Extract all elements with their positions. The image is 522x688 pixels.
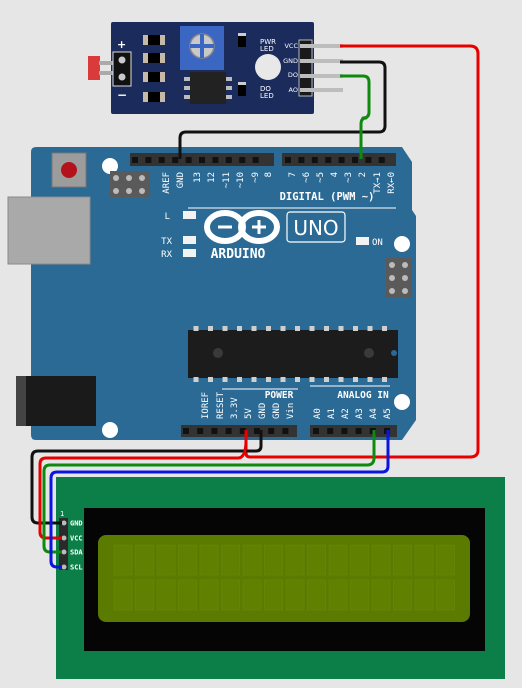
analog-pin-label: A0 bbox=[313, 408, 323, 419]
digital-pin-label: ~10 bbox=[236, 172, 246, 188]
digital-pin-label: 12 bbox=[207, 172, 217, 183]
svg-text:LED: LED bbox=[260, 45, 274, 53]
lcd-pin-scl: SCL bbox=[70, 564, 83, 572]
sensor-pin-gnd: GND bbox=[283, 57, 298, 65]
analog-header bbox=[310, 425, 397, 437]
digital-pin-label: ~9 bbox=[251, 172, 261, 183]
digital-pwm-label: DIGITAL (PWM ~) bbox=[280, 191, 375, 203]
digital-pin-label: RX←0 bbox=[387, 172, 397, 194]
reset-button[interactable] bbox=[51, 152, 87, 188]
power-header bbox=[181, 425, 297, 437]
wire-sensor-gnd bbox=[178, 60, 387, 159]
digital-pin-label: 4 bbox=[330, 172, 340, 177]
digital-pin-label: AREF bbox=[162, 172, 172, 194]
power-pin-label: RESET bbox=[216, 391, 226, 419]
wire-sensor-do-d2 bbox=[340, 74, 371, 159]
digital-pin-label: ~6 bbox=[302, 172, 312, 183]
power-pin-label: IOREF bbox=[201, 392, 211, 419]
power-pin-label: 3.3V bbox=[230, 397, 240, 419]
wire-lcd-sda-a4 bbox=[42, 430, 376, 554]
sensor-left-connector bbox=[112, 51, 132, 87]
rx-led bbox=[183, 249, 196, 257]
lcd-pin-header bbox=[59, 518, 68, 570]
tx-led bbox=[183, 236, 196, 244]
mount-hole bbox=[102, 158, 118, 174]
wires bbox=[30, 44, 480, 569]
icsp-header-right bbox=[386, 258, 412, 298]
digital-pin-label: 8 bbox=[264, 172, 274, 177]
power-pin-label: 5V bbox=[244, 408, 254, 419]
svg-text:LED: LED bbox=[260, 92, 274, 100]
analog-pin-label: A5 bbox=[383, 408, 393, 419]
power-pin-label: Vin bbox=[286, 403, 296, 419]
on-led bbox=[356, 237, 369, 245]
digital-pin-label: TX→1 bbox=[373, 172, 383, 194]
digital-pin-label: GND bbox=[176, 172, 186, 188]
tx-led-label: TX bbox=[161, 237, 172, 247]
lcd-pin-gnd: GND bbox=[70, 520, 83, 528]
photoresistor bbox=[88, 56, 100, 80]
atmega-chip bbox=[188, 330, 398, 378]
mount-hole bbox=[394, 236, 410, 252]
pwr-led-label: PWR bbox=[260, 38, 276, 46]
mount-hole bbox=[394, 394, 410, 410]
wire-lcd-vcc bbox=[38, 439, 248, 540]
sensor-pin-vcc: VCC bbox=[284, 42, 298, 50]
do-led-label: DO bbox=[260, 85, 271, 93]
on-label: ON bbox=[372, 238, 383, 248]
sensor-plus-label: + bbox=[117, 38, 126, 51]
sensor-pin-do: DO bbox=[288, 71, 298, 79]
digital-pin-label: 2 bbox=[358, 172, 368, 177]
analog-pin-label: A4 bbox=[369, 408, 379, 419]
lcd-screen bbox=[98, 535, 470, 622]
analog-pin-label: A3 bbox=[355, 408, 365, 419]
sensor-ic bbox=[190, 72, 226, 104]
digital-pin-label: ~11 bbox=[222, 172, 232, 188]
wire-lcd-gnd bbox=[30, 430, 263, 525]
icsp-header bbox=[110, 171, 150, 197]
power-pin-label: GND bbox=[258, 403, 268, 419]
lcd-pin-vcc: VCC bbox=[70, 535, 83, 543]
arduino-brand: ARDUINO bbox=[211, 247, 266, 262]
l-led bbox=[183, 211, 196, 219]
sensor-pin-ao: AO bbox=[289, 86, 298, 94]
power-pin-label: GND bbox=[272, 403, 282, 419]
analog-pin-label: A2 bbox=[341, 408, 351, 419]
analog-in-label: ANALOG IN bbox=[337, 390, 389, 401]
usb-port bbox=[7, 196, 91, 265]
arduino-logo bbox=[204, 210, 280, 244]
digital-pin-label: 7 bbox=[288, 172, 298, 177]
power-label: POWER bbox=[265, 390, 294, 401]
sensor-led-lens bbox=[255, 54, 281, 80]
digital-pin-label: 13 bbox=[193, 172, 203, 183]
wire-lcd-scl-a5 bbox=[49, 430, 390, 569]
wire-sensor-vcc-5v bbox=[244, 44, 480, 459]
lcd-pin1-marker: 1 bbox=[60, 510, 64, 518]
analog-pin-label: A1 bbox=[327, 408, 337, 419]
digital-pin-label: ~5 bbox=[316, 172, 326, 183]
dc-power-jack bbox=[16, 376, 96, 426]
lcd-pin-sda: SDA bbox=[70, 549, 83, 557]
l-led-label: L bbox=[165, 212, 170, 222]
mount-hole bbox=[102, 422, 118, 438]
rx-led-label: RX bbox=[161, 250, 172, 260]
digital-pin-label: ~3 bbox=[344, 172, 354, 183]
lcd-module: 1 GND VCC SDA SCL bbox=[56, 477, 505, 679]
sensor-minus-label: − bbox=[117, 88, 127, 102]
sensor-module: + − PWR LED DO LED VCC GND DO AO bbox=[88, 22, 343, 114]
uno-model: UNO bbox=[293, 216, 338, 240]
